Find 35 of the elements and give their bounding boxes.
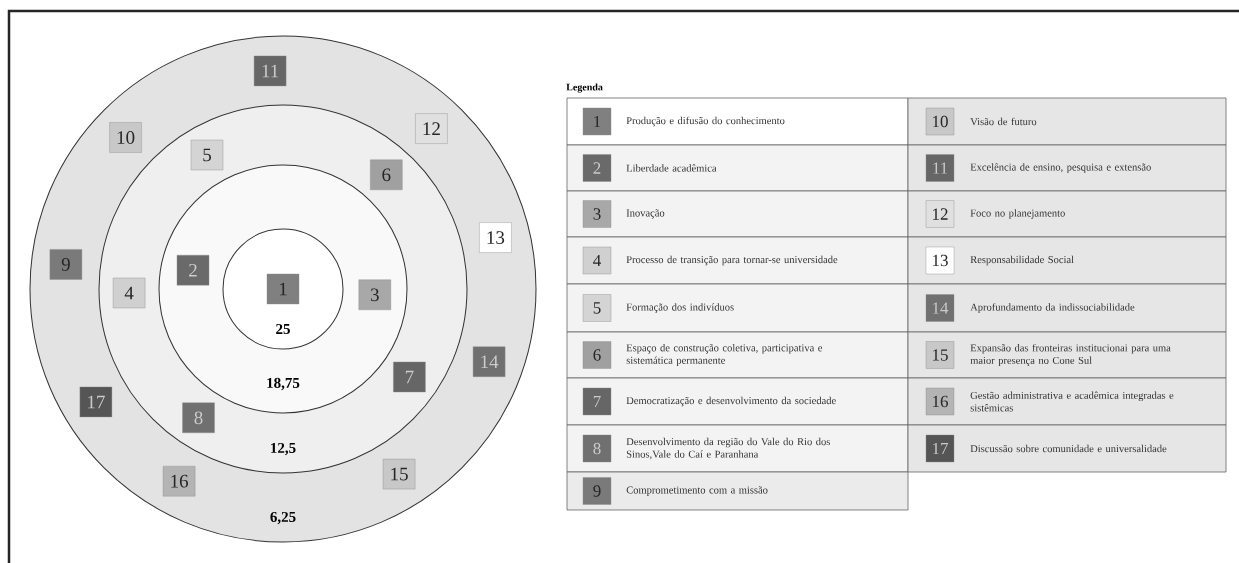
legend-row: 14 Aprofundamento da indissociabilidade (907, 283, 1227, 333)
number-box: 1 (266, 273, 300, 305)
number-box: 4 (112, 277, 146, 309)
legend-row: 1 Produção e difusão do conhecimento (566, 97, 909, 146)
legend-row: 9 Comprometimento com a missão (566, 471, 909, 511)
legend-row: 12 Foco no planejamento (907, 190, 1227, 238)
legend-row: 13 Responsabilidade Social (907, 236, 1227, 285)
legend-row: 3 Inovação (566, 190, 909, 238)
number-box: 6 (370, 159, 403, 190)
number-box: 17 (79, 386, 113, 418)
legend-row: 8 Desenvolvimento da região do Vale do Rio dos Sinos,Vale do Caí e Paranhana (566, 424, 909, 473)
number-box: 12 (415, 113, 448, 144)
number-box: 7 (393, 361, 426, 393)
legend-row: 10 Visão de futuro (907, 97, 1227, 146)
number-box: 9 (49, 249, 83, 280)
number-box: 5 (190, 139, 224, 171)
legend-row: 4 Processo de transição para tornar-se universidade (566, 236, 909, 285)
number-box: 2 (176, 255, 210, 286)
legend-row: 2 Liberdade acadêmica (566, 144, 909, 192)
number-box: 13 (479, 222, 512, 253)
number-box: 11 (253, 55, 287, 87)
legend-row: 16 Gestão administrativa e acadêmica integradas e sistêmicas (907, 377, 1227, 426)
number-box: 14 (472, 346, 506, 377)
legend-row: 15 Expansão das fronteiras institucionai para uma maior presença no Cone Sul (907, 331, 1227, 379)
number-box: 10 (109, 122, 142, 153)
number-box: 8 (182, 402, 215, 433)
legend-row: 7 Democratização e desenvolvimento da sociedade (566, 377, 909, 426)
legend-row: 17 Discussão sobre comunidade e universalidade (907, 424, 1227, 473)
number-box: 16 (162, 466, 196, 497)
number-box: 3 (358, 279, 391, 310)
legend-row: 5 Formação dos indivíduos (566, 283, 909, 333)
legend-title: Legenda (566, 83, 603, 93)
legend-row: 11 Excelência de ensino, pesquisa e extensão (907, 144, 1227, 192)
number-box: 15 (382, 458, 416, 490)
legend-row: 6 Espaço de construção coletiva, participativa e sistemática permanente (566, 331, 909, 379)
